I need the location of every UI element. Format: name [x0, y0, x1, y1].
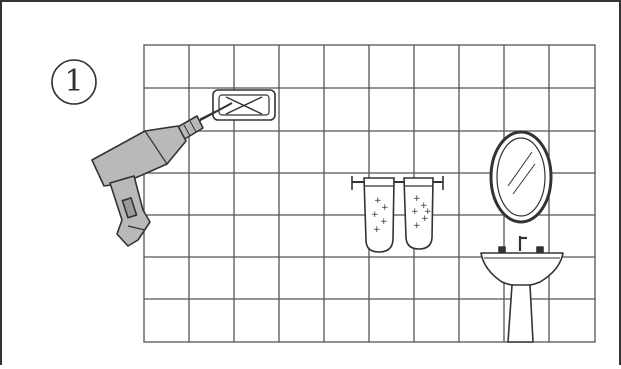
- svg-text:+: +: [413, 221, 421, 231]
- oval-mirror-icon: [491, 132, 551, 222]
- step-number: 1: [51, 59, 97, 105]
- svg-text:+: +: [424, 207, 432, 217]
- svg-text:+: +: [373, 225, 381, 235]
- drill-icon: [92, 103, 232, 246]
- wall-plate-icon: [213, 90, 275, 120]
- svg-text:+: +: [371, 210, 379, 220]
- towel-rack-icon: + + + + + + + + + + +: [352, 176, 443, 252]
- svg-text:+: +: [381, 203, 389, 213]
- svg-text:+: +: [380, 217, 388, 227]
- pedestal-sink-icon: [481, 236, 563, 342]
- svg-text:+: +: [411, 207, 419, 217]
